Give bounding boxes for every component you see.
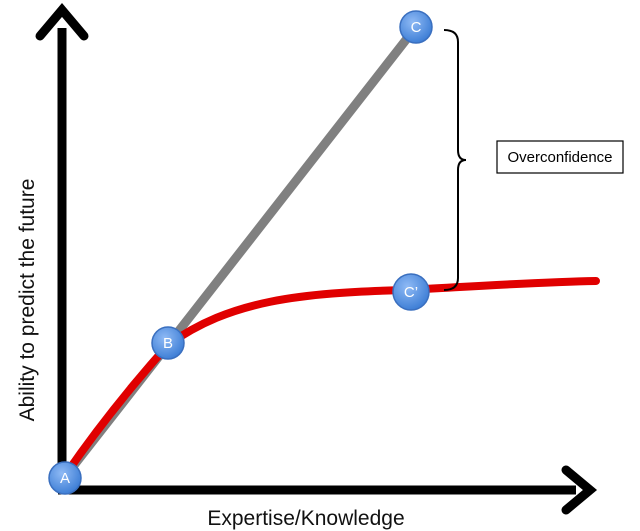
- overconfidence-bracket: [443, 29, 467, 291]
- actual-ability-curve: [62, 277, 600, 478]
- node-b-label: B: [163, 335, 173, 352]
- node-a: A: [48, 461, 82, 495]
- node-b: B: [151, 326, 185, 360]
- node-a-label: A: [60, 470, 70, 487]
- node-c: C: [399, 10, 433, 44]
- x-axis-label: Expertise/Knowledge: [207, 507, 404, 530]
- node-c-label: C: [411, 19, 422, 36]
- x-axis-arrowhead: [561, 465, 598, 515]
- y-axis-arrowhead: [35, 3, 89, 41]
- node-c-prime: C’: [392, 273, 430, 311]
- overconfidence-callout-box: [496, 140, 624, 174]
- overconfidence-callout-label: Overconfidence: [507, 149, 612, 166]
- node-c-prime-label: C’: [404, 284, 418, 301]
- y-axis-label: Ability to predict the future: [16, 179, 39, 422]
